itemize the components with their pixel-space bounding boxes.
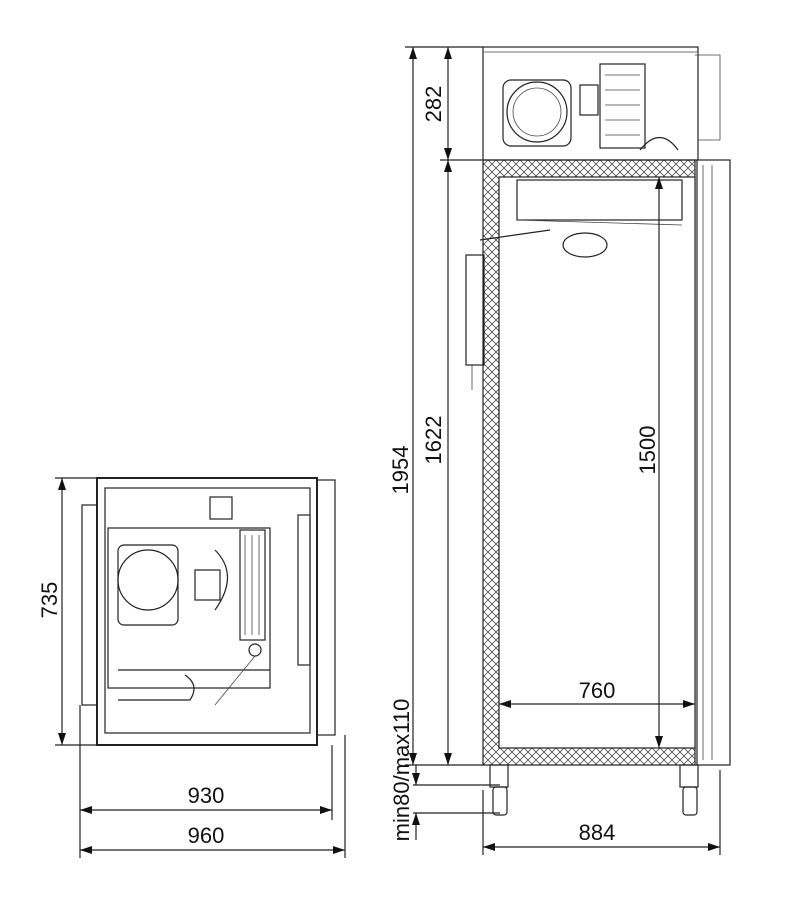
compressor xyxy=(117,549,179,611)
dim-width: 930 xyxy=(188,783,225,808)
dim-width-with-handle: 960 xyxy=(188,823,225,848)
condenser-fan xyxy=(599,63,646,149)
door xyxy=(696,159,731,766)
side-view: 282 1954 1622 1500 760 min80/max110 884 xyxy=(388,46,731,855)
condenser-coil xyxy=(239,529,266,641)
dim-leg-height: min80/max110 xyxy=(389,699,414,842)
dim-body-height: 1622 xyxy=(421,416,446,465)
cabinet-body xyxy=(465,159,696,766)
dim-total-height: 1954 xyxy=(388,446,413,495)
fan-motor xyxy=(562,232,608,258)
legs xyxy=(489,764,699,816)
control-box xyxy=(465,254,485,366)
dim-top-unit-height: 282 xyxy=(421,86,446,123)
compressor xyxy=(506,81,568,143)
control-panel xyxy=(107,527,271,689)
top-refrigeration-unit xyxy=(482,46,721,161)
dim-depth: 735 xyxy=(37,582,62,619)
evaporator xyxy=(516,179,683,221)
top-view: 735 930 960 xyxy=(37,477,346,858)
dim-total-depth: 884 xyxy=(579,820,616,845)
dim-interior-height: 1500 xyxy=(635,426,660,475)
dim-interior-depth: 760 xyxy=(579,678,616,703)
